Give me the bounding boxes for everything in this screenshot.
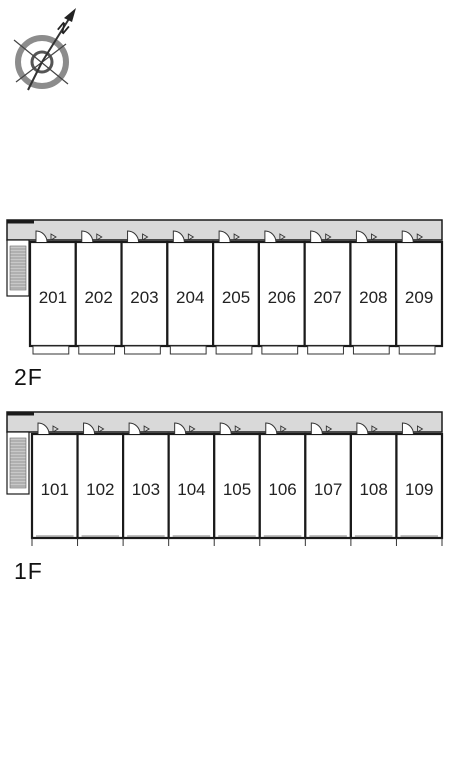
meter-box [234,425,242,433]
balcony [124,345,161,355]
unit-number-103: 103 [132,480,160,499]
meter-box [371,425,378,433]
unit-number-109: 109 [405,480,433,499]
door-swing [37,422,50,435]
unit-number-108: 108 [359,480,387,499]
door-swing [356,422,369,435]
unit-206 [257,240,306,348]
door-swing [35,230,48,243]
floor-1f-plan: 101 102 103 104 105 106 107 108 109 [6,411,444,546]
meter-box [187,233,195,241]
unit-number-202: 202 [84,288,112,307]
unit-number-209: 209 [405,288,433,307]
meter-box [143,425,150,433]
unit-number-104: 104 [177,480,205,499]
door-swing [401,230,414,243]
balcony [261,345,299,355]
north-arrow-compass-icon: N [13,8,76,91]
door-swing [128,422,141,435]
unit-209 [395,240,444,348]
unit-number-204: 204 [176,288,204,307]
meter-box [98,425,105,433]
door-swing [219,422,232,435]
unit-208 [349,240,398,348]
stair-steps [9,437,27,489]
balcony [352,345,390,355]
door-swing [83,422,96,435]
unit-103 [122,432,170,540]
unit-number-105: 105 [223,480,251,499]
unit-number-208: 208 [359,288,387,307]
meter-box [52,425,59,433]
floor-label-1f: 1F [14,558,43,584]
meter-box [416,233,424,241]
meter-box [142,233,149,241]
unit-109 [395,432,444,540]
balcony [398,345,436,355]
door-swing [218,230,231,243]
unit-101 [30,432,79,540]
unit-number-201: 201 [39,288,67,307]
balcony [78,345,116,355]
door-swing [172,230,185,243]
door-swing [401,422,414,435]
balcony [169,345,207,355]
unit-102 [76,432,125,540]
floor-label-2f: 2F [14,364,43,390]
door-swing [174,422,187,435]
door-swing [310,422,323,435]
unit-108 [349,432,398,540]
door-swing [127,230,140,243]
unit-number-203: 203 [130,288,158,307]
compass-north-letter: N [54,19,72,38]
meter-box [416,425,424,433]
unit-104 [167,432,216,540]
unit-number-106: 106 [268,480,296,499]
door-swing [265,422,278,435]
unit-107 [304,432,352,540]
meter-box [325,425,333,433]
unit-number-107: 107 [314,480,342,499]
meter-box [280,425,287,433]
balcony [215,345,253,355]
unit-203 [120,240,169,348]
unit-number-207: 207 [313,288,341,307]
floor-2f-plan: 201 202 203 204 205 206 207 208 209 [6,219,444,355]
unit-number-102: 102 [86,480,114,499]
door-swing [310,230,323,243]
stair-steps [9,245,27,291]
meter-box [279,233,286,241]
unit-number-101: 101 [41,480,69,499]
meter-box [325,233,332,241]
door-swing [264,230,277,243]
meter-box [233,233,240,241]
meter-box [96,233,103,241]
balcony [307,345,344,355]
door-swing [81,230,94,243]
balcony [32,345,70,355]
meter-box [50,233,57,241]
meter-box [370,233,378,241]
unit-number-206: 206 [268,288,296,307]
meter-box [189,425,196,433]
door-swing [355,230,368,243]
unit-number-205: 205 [222,288,250,307]
